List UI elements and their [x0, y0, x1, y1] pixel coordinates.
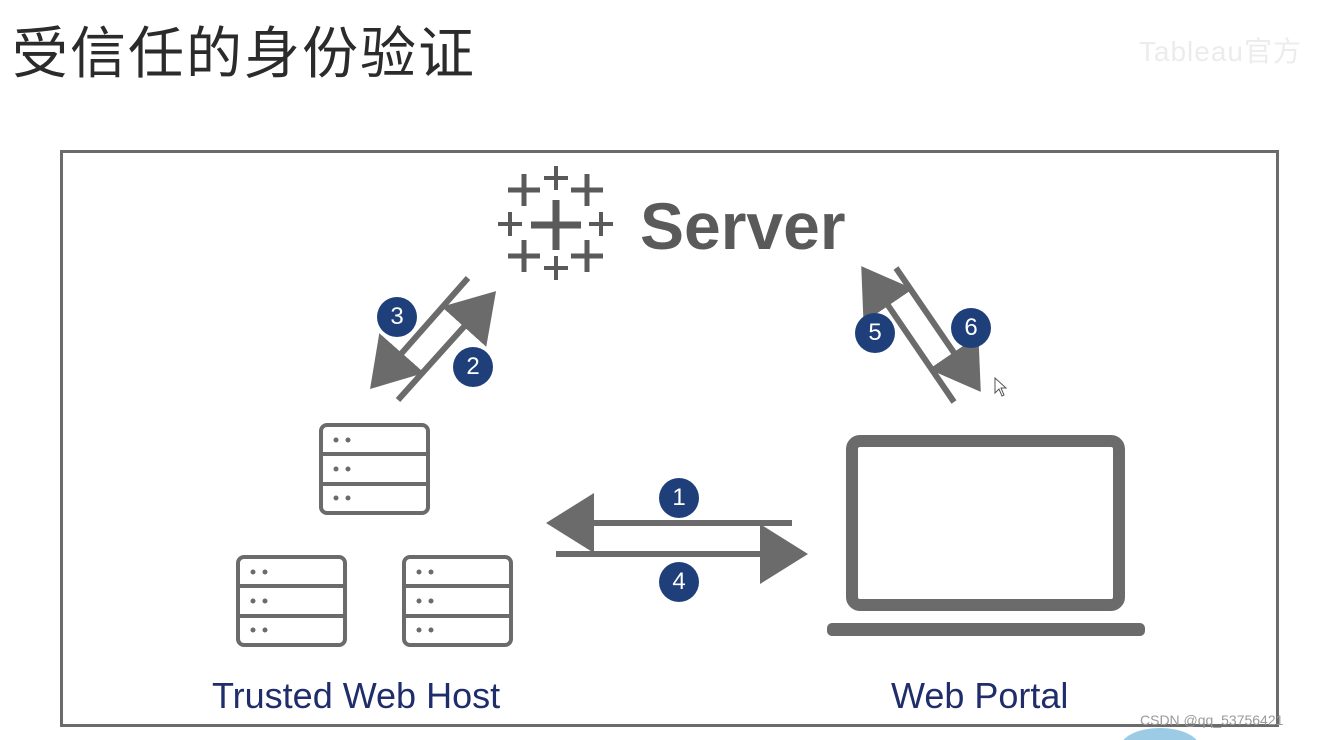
arrow-step-2: [395, 291, 497, 403]
step-badge-3: 3: [377, 297, 417, 337]
trusted-web-host-label: Trusted Web Host: [212, 675, 501, 716]
laptop-icon: [827, 435, 1145, 636]
watermark: Tableau官方: [1138, 36, 1302, 67]
footer-watermark: CSDN @qq_53756421: [1140, 712, 1284, 728]
decorative-blob: [1120, 728, 1200, 740]
step-badge-4: 4: [659, 562, 699, 602]
server-label: Server: [640, 189, 846, 263]
arrow-step-6: [893, 266, 981, 392]
web-portal-label: Web Portal: [891, 675, 1069, 716]
step-badge-2: 2: [453, 347, 493, 387]
tableau-logo-icon: [498, 166, 613, 280]
step-badge-1: 1: [659, 478, 699, 518]
server-rack-icon: [402, 555, 513, 647]
page-title: 受信任的身份验证: [12, 22, 476, 87]
cursor-icon: [994, 376, 1008, 397]
step-badge-6: 6: [951, 308, 991, 348]
server-rack-icon: [319, 423, 430, 515]
step-badge-5: 5: [855, 313, 895, 353]
diagram-frame: [60, 150, 1279, 727]
server-rack-icon: [236, 555, 347, 647]
